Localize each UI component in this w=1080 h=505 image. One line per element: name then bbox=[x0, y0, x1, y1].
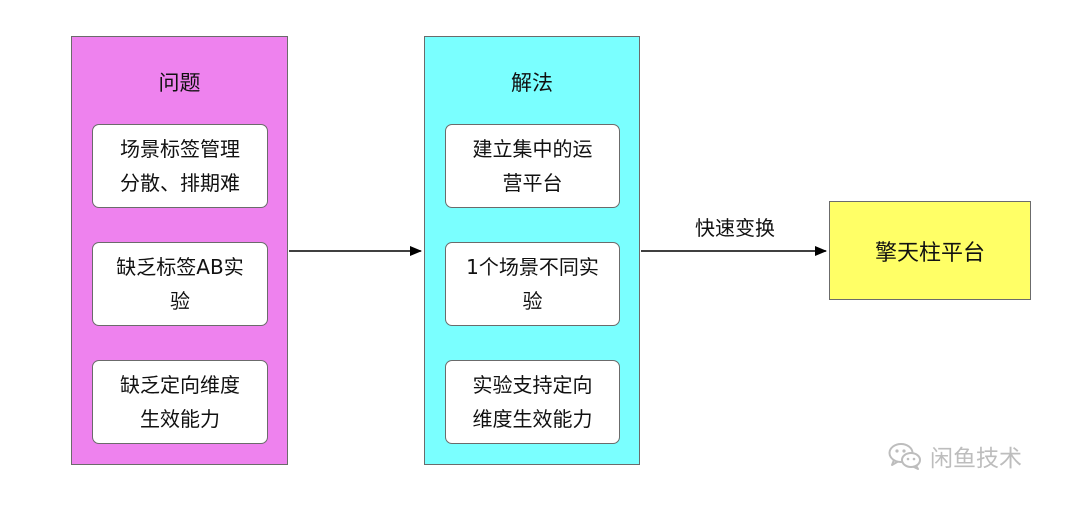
solution-card: 实验支持定向 维度生效能力 bbox=[445, 360, 620, 444]
card-line: 缺乏标签AB实 bbox=[116, 255, 244, 279]
problem-card-text: 缺乏定向维度 生效能力 bbox=[120, 368, 240, 436]
wechat-icon bbox=[888, 443, 921, 470]
card-line: 营平台 bbox=[502, 171, 563, 195]
card-line: 生效能力 bbox=[140, 407, 220, 431]
solution-card-text: 建立集中的运 营平台 bbox=[473, 132, 593, 200]
problem-card: 缺乏标签AB实 验 bbox=[92, 242, 268, 326]
card-line: 分散、排期难 bbox=[120, 171, 240, 195]
card-line: 验 bbox=[170, 289, 190, 313]
problem-card: 场景标签管理 分散、排期难 bbox=[92, 124, 268, 208]
solution-card-text: 实验支持定向 维度生效能力 bbox=[473, 368, 593, 436]
target-label: 擎天柱平台 bbox=[874, 240, 985, 266]
card-line: 场景标签管理 bbox=[120, 137, 240, 161]
solution-card: 1个场景不同实 验 bbox=[445, 242, 620, 326]
problem-card-text: 场景标签管理 分散、排期难 bbox=[120, 132, 240, 200]
problems-panel: 问题 场景标签管理 分散、排期难 缺乏标签AB实 验 缺乏定向维度 生效能力 bbox=[71, 36, 288, 465]
problem-card: 缺乏定向维度 生效能力 bbox=[92, 360, 268, 444]
watermark-text: 闲鱼技术 bbox=[930, 446, 1022, 472]
card-line: 缺乏定向维度 bbox=[120, 373, 240, 397]
solutions-title: 解法 bbox=[511, 71, 553, 95]
solution-card-text: 1个场景不同实 验 bbox=[466, 250, 599, 318]
solution-card: 建立集中的运 营平台 bbox=[445, 124, 620, 208]
card-line: 维度生效能力 bbox=[472, 407, 593, 431]
target-box: 擎天柱平台 bbox=[829, 201, 1031, 300]
card-line: 实验支持定向 bbox=[472, 373, 593, 397]
card-line: 验 bbox=[522, 289, 543, 313]
card-line: 建立集中的运 bbox=[472, 137, 593, 161]
problem-card-text: 缺乏标签AB实 验 bbox=[116, 250, 243, 318]
solutions-panel: 解法 建立集中的运 营平台 1个场景不同实 验 实验支持定向 维度生效能力 bbox=[424, 36, 640, 465]
problems-title: 问题 bbox=[158, 71, 201, 95]
card-line: 1个场景不同实 bbox=[466, 255, 599, 279]
transition-label: 快速变换 bbox=[695, 216, 775, 240]
watermark: 闲鱼技术 bbox=[888, 439, 1022, 473]
